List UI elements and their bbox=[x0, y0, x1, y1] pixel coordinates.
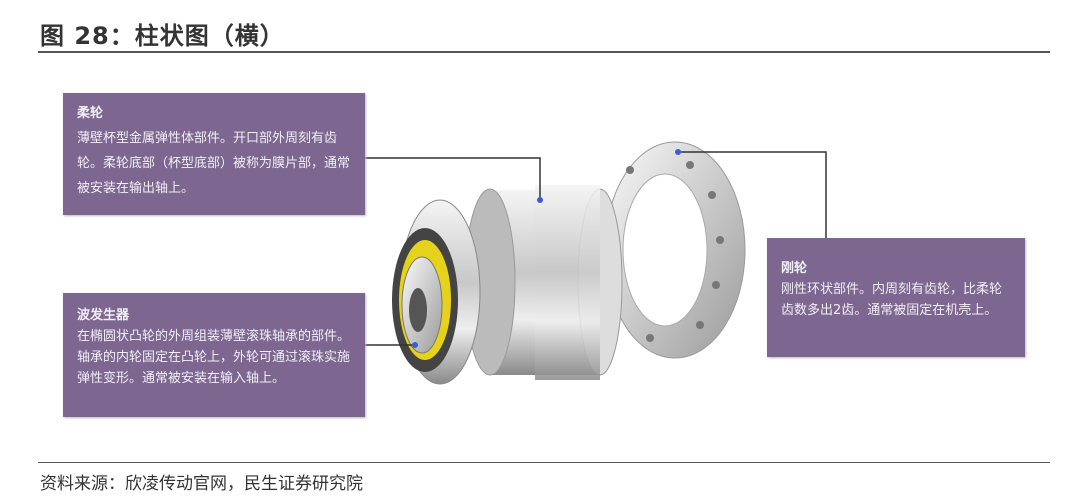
callout-text: 薄壁杯型金属弹性体部件。开口部外周刻有齿轮。柔轮底部（杯型底部）被称为膜片部，通… bbox=[77, 131, 351, 196]
circular-spline-marker-dot bbox=[675, 149, 681, 155]
callout-wave-generator: 波发生器 在椭圆状凸轮的外周组装薄壁滚珠轴承的部件。轴承的内轮固定在凸轮上，外轮… bbox=[63, 293, 365, 417]
flexspline-cup bbox=[464, 185, 623, 380]
callout-heading: 波发生器 bbox=[77, 308, 130, 323]
callout-circular-spline: 刚轮 刚性环状部件。内周刻有齿轮，比柔轮齿数多出2齿。通常被固定在机壳上。 bbox=[767, 238, 1025, 357]
callout-text: 在椭圆状凸轮的外周组装薄壁滚珠轴承的部件。轴承的内轮固定在凸轮上，外轮可通过滚珠… bbox=[77, 329, 351, 386]
callout-connectors bbox=[365, 151, 827, 346]
title-divider bbox=[38, 51, 1050, 53]
callout-heading: 柔轮 bbox=[77, 106, 104, 121]
figure-title: 图 28：柱状图（横） bbox=[40, 22, 285, 50]
flexspline-marker-dot bbox=[537, 197, 543, 203]
source-note: 资料来源：欣凌传动官网，民生证券研究院 bbox=[40, 474, 363, 494]
callout-heading: 刚轮 bbox=[781, 261, 808, 276]
wave-generator-marker-dot bbox=[412, 342, 418, 348]
callout-text: 刚性环状部件。内周刻有齿轮，比柔轮齿数多出2齿。通常被固定在机壳上。 bbox=[781, 282, 1003, 318]
circular-spline-ring bbox=[604, 141, 746, 359]
wave-generator bbox=[392, 199, 481, 385]
callout-flexspline: 柔轮 薄壁杯型金属弹性体部件。开口部外周刻有齿轮。柔轮底部（杯型底部）被称为膜片… bbox=[63, 93, 365, 215]
source-divider bbox=[38, 462, 1050, 463]
